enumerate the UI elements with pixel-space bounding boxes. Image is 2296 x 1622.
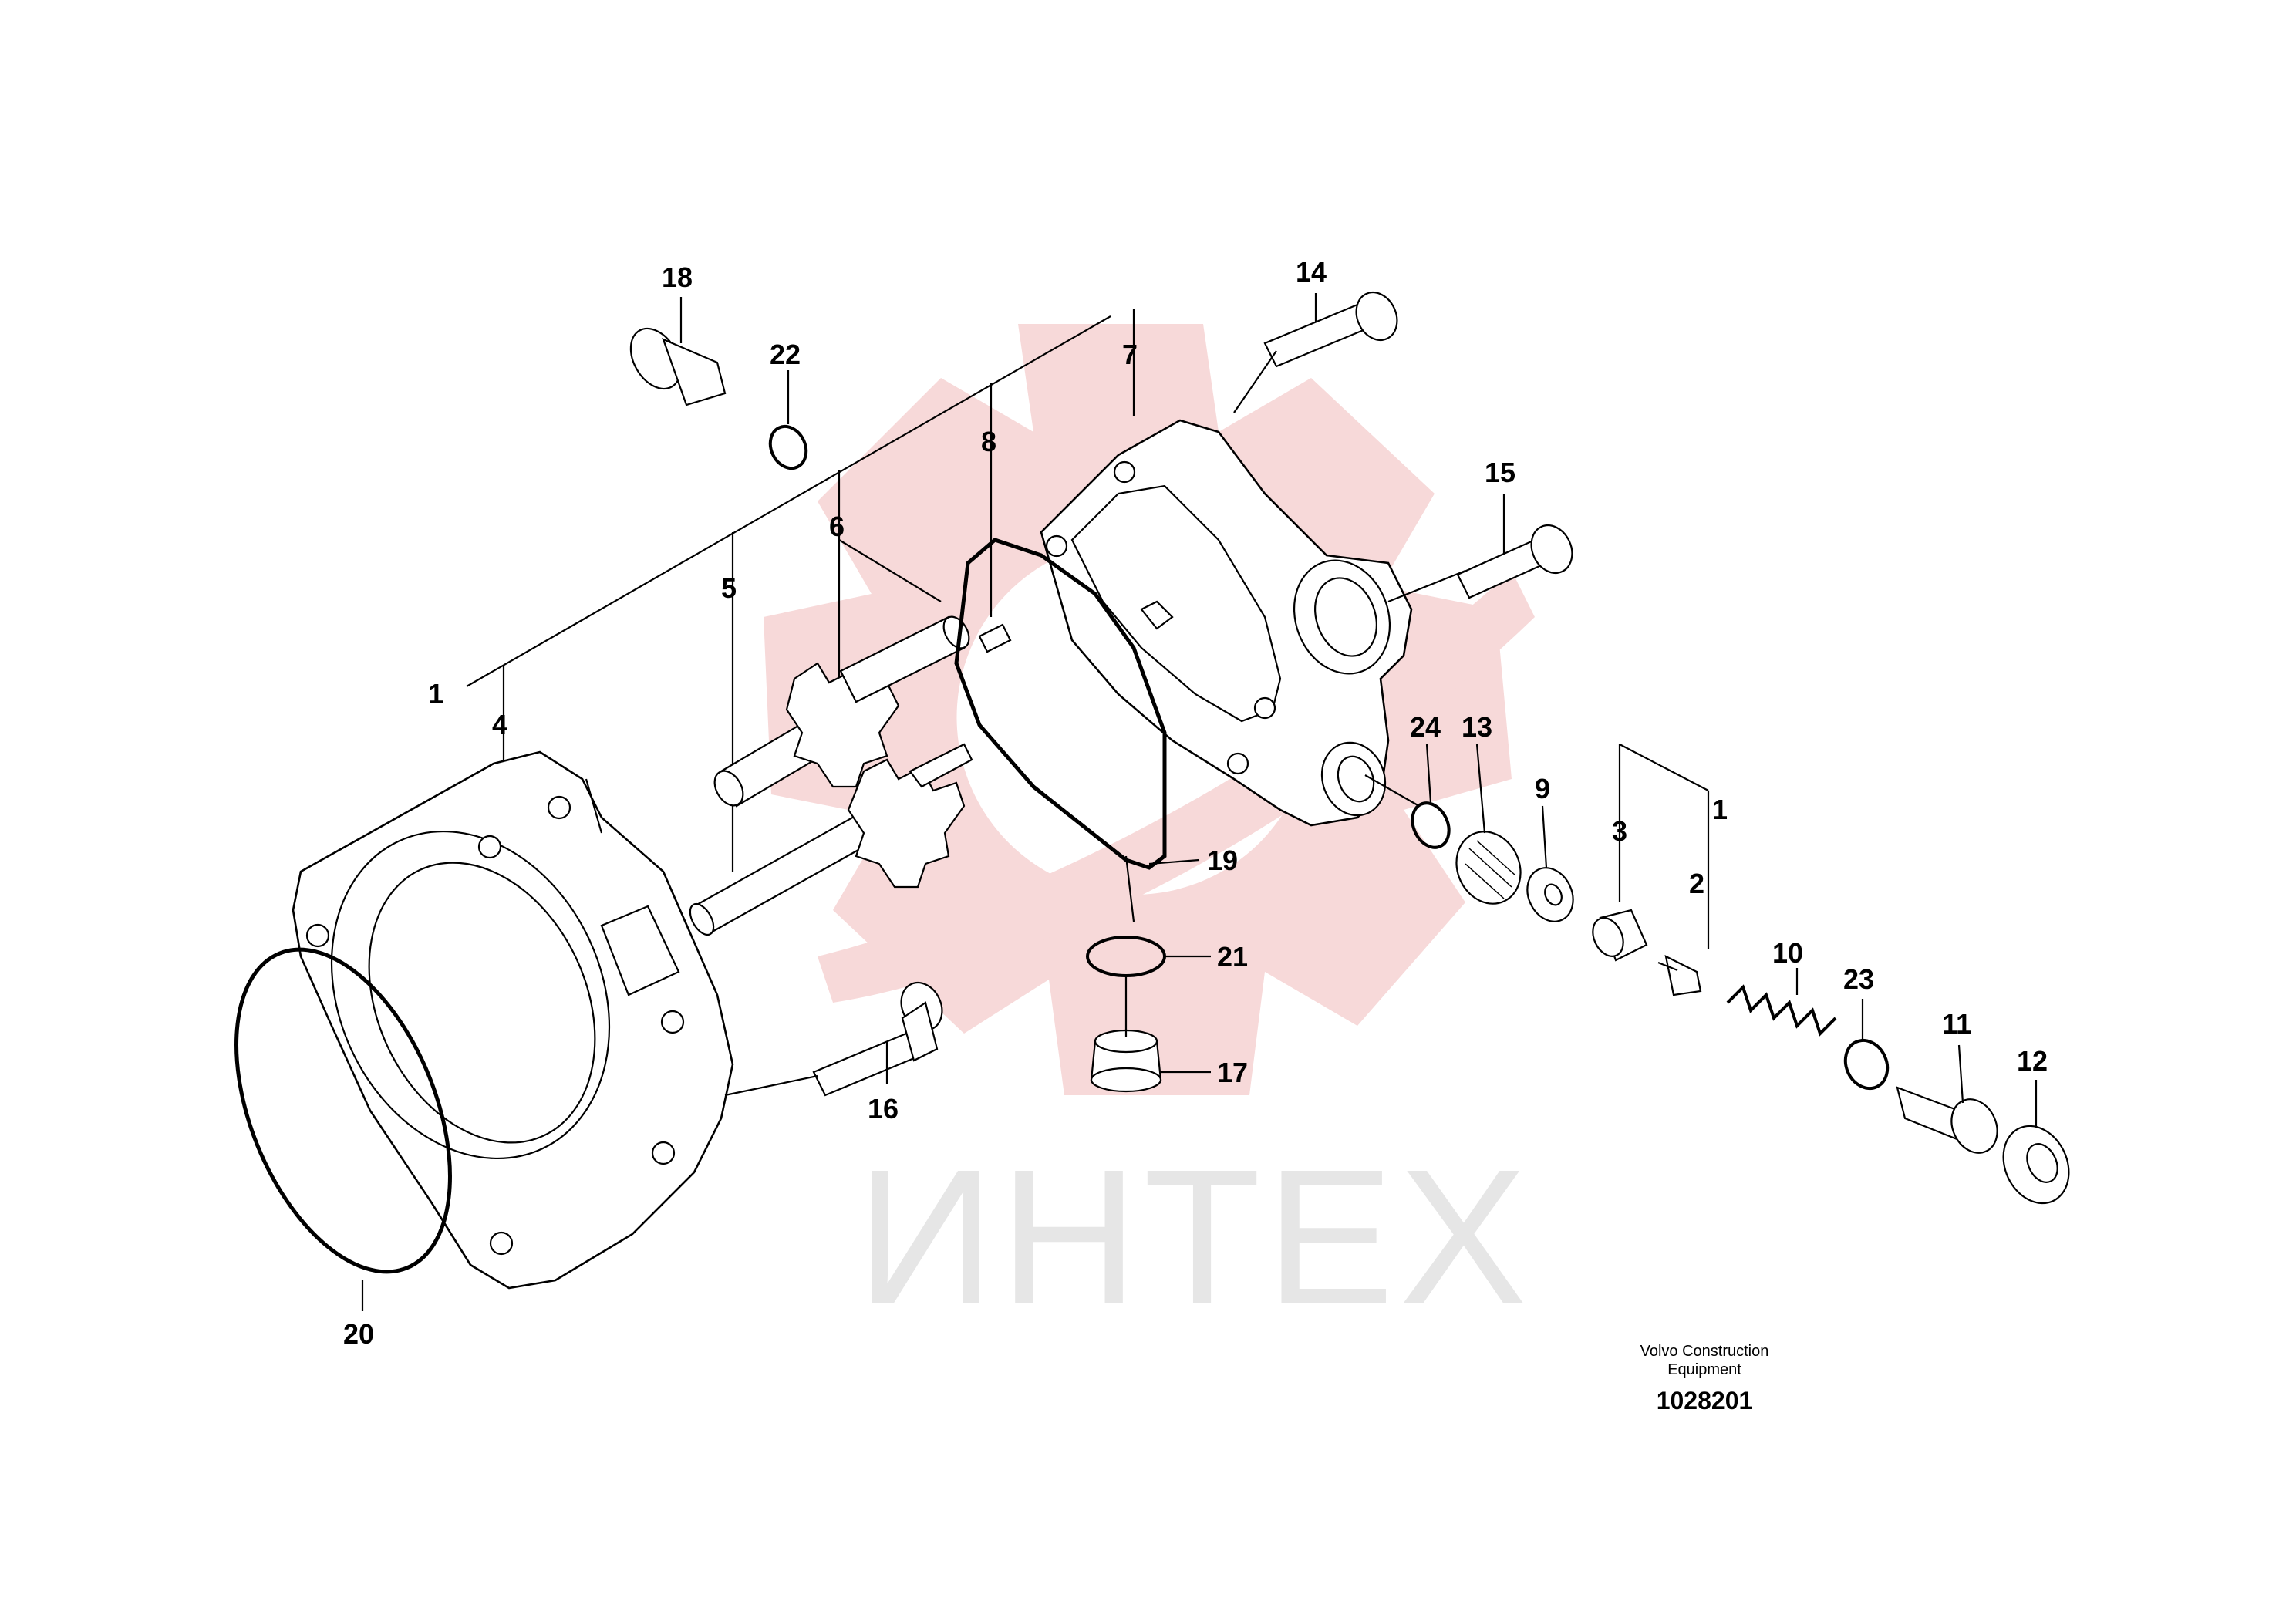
- label-18: 18: [662, 261, 693, 293]
- label-6: 6: [829, 511, 845, 542]
- spring-10: [1726, 984, 1837, 1037]
- plug-17: [1090, 1029, 1162, 1093]
- label-3: 3: [1612, 815, 1627, 847]
- label-24: 24: [1410, 711, 1441, 743]
- footer-company-line1: Volvo Construction: [1640, 1343, 1769, 1360]
- o-ring-23: [1843, 1038, 1890, 1091]
- o-ring-22: [768, 424, 808, 470]
- watermark-gear-logo: [764, 324, 1535, 1095]
- label-2: 2: [1689, 868, 1704, 899]
- label-15: 15: [1485, 457, 1515, 488]
- watermark-gear-icon: [764, 324, 1512, 1095]
- bolt-16: [812, 982, 943, 1097]
- drawing-id: 1028201: [1657, 1387, 1753, 1415]
- cover-seal-ring: [954, 538, 1167, 870]
- label-11: 11: [1942, 1008, 1971, 1040]
- label-9: 9: [1535, 773, 1550, 804]
- label-19: 19: [1207, 845, 1238, 876]
- watermark-text: ИНТЕХ: [856, 1129, 1532, 1344]
- footer: Volvo Construction Equipment 1028201: [1640, 1343, 1769, 1415]
- washer-9: [1526, 867, 1574, 922]
- bolt-15: [1456, 524, 1573, 599]
- driven-gear: [713, 615, 970, 808]
- assembly-bracket-left: [466, 309, 1135, 872]
- bolt-14: [1263, 292, 1398, 368]
- label-10: 10: [1772, 937, 1803, 969]
- label-1-left: 1: [428, 678, 443, 710]
- leader-lines: [361, 293, 2038, 1311]
- drive-gear: [689, 743, 973, 936]
- label-22: 22: [770, 339, 801, 370]
- label-14: 14: [1296, 256, 1327, 288]
- label-16: 16: [868, 1093, 899, 1125]
- plug-18: [629, 327, 727, 406]
- footer-company-line2: Equipment: [1667, 1361, 1741, 1378]
- label-20: 20: [343, 1318, 374, 1350]
- nut-12: [2002, 1125, 2070, 1205]
- label-4: 4: [492, 709, 507, 740]
- assembly-bracket-right: [1618, 744, 1710, 949]
- label-5: 5: [721, 572, 737, 604]
- watermark-swoosh: [818, 571, 1535, 1003]
- snap-ring-24: [1411, 801, 1451, 849]
- filter-13: [1455, 831, 1522, 905]
- label-17: 17: [1217, 1057, 1248, 1088]
- dowel-pin: [978, 623, 1012, 653]
- large-o-ring: [234, 947, 452, 1274]
- pump-housing: [292, 750, 734, 1290]
- label-12: 12: [2017, 1045, 2048, 1077]
- valve-seat-3: [1592, 909, 1648, 962]
- label-21: 21: [1217, 941, 1248, 973]
- part-numbers: 1 1 2 3 4 5 6 7 8 9 10 11 12 13 14 15 16…: [343, 256, 2048, 1350]
- label-1-right: 1: [1712, 794, 1728, 825]
- adjusting-screw-11: [1896, 1086, 1998, 1154]
- label-13: 13: [1462, 711, 1492, 743]
- label-7: 7: [1122, 339, 1138, 370]
- label-8: 8: [981, 426, 996, 457]
- valve-poppet-2: [1657, 955, 1702, 996]
- label-23: 23: [1843, 963, 1874, 995]
- pump-cover: [1040, 419, 1413, 827]
